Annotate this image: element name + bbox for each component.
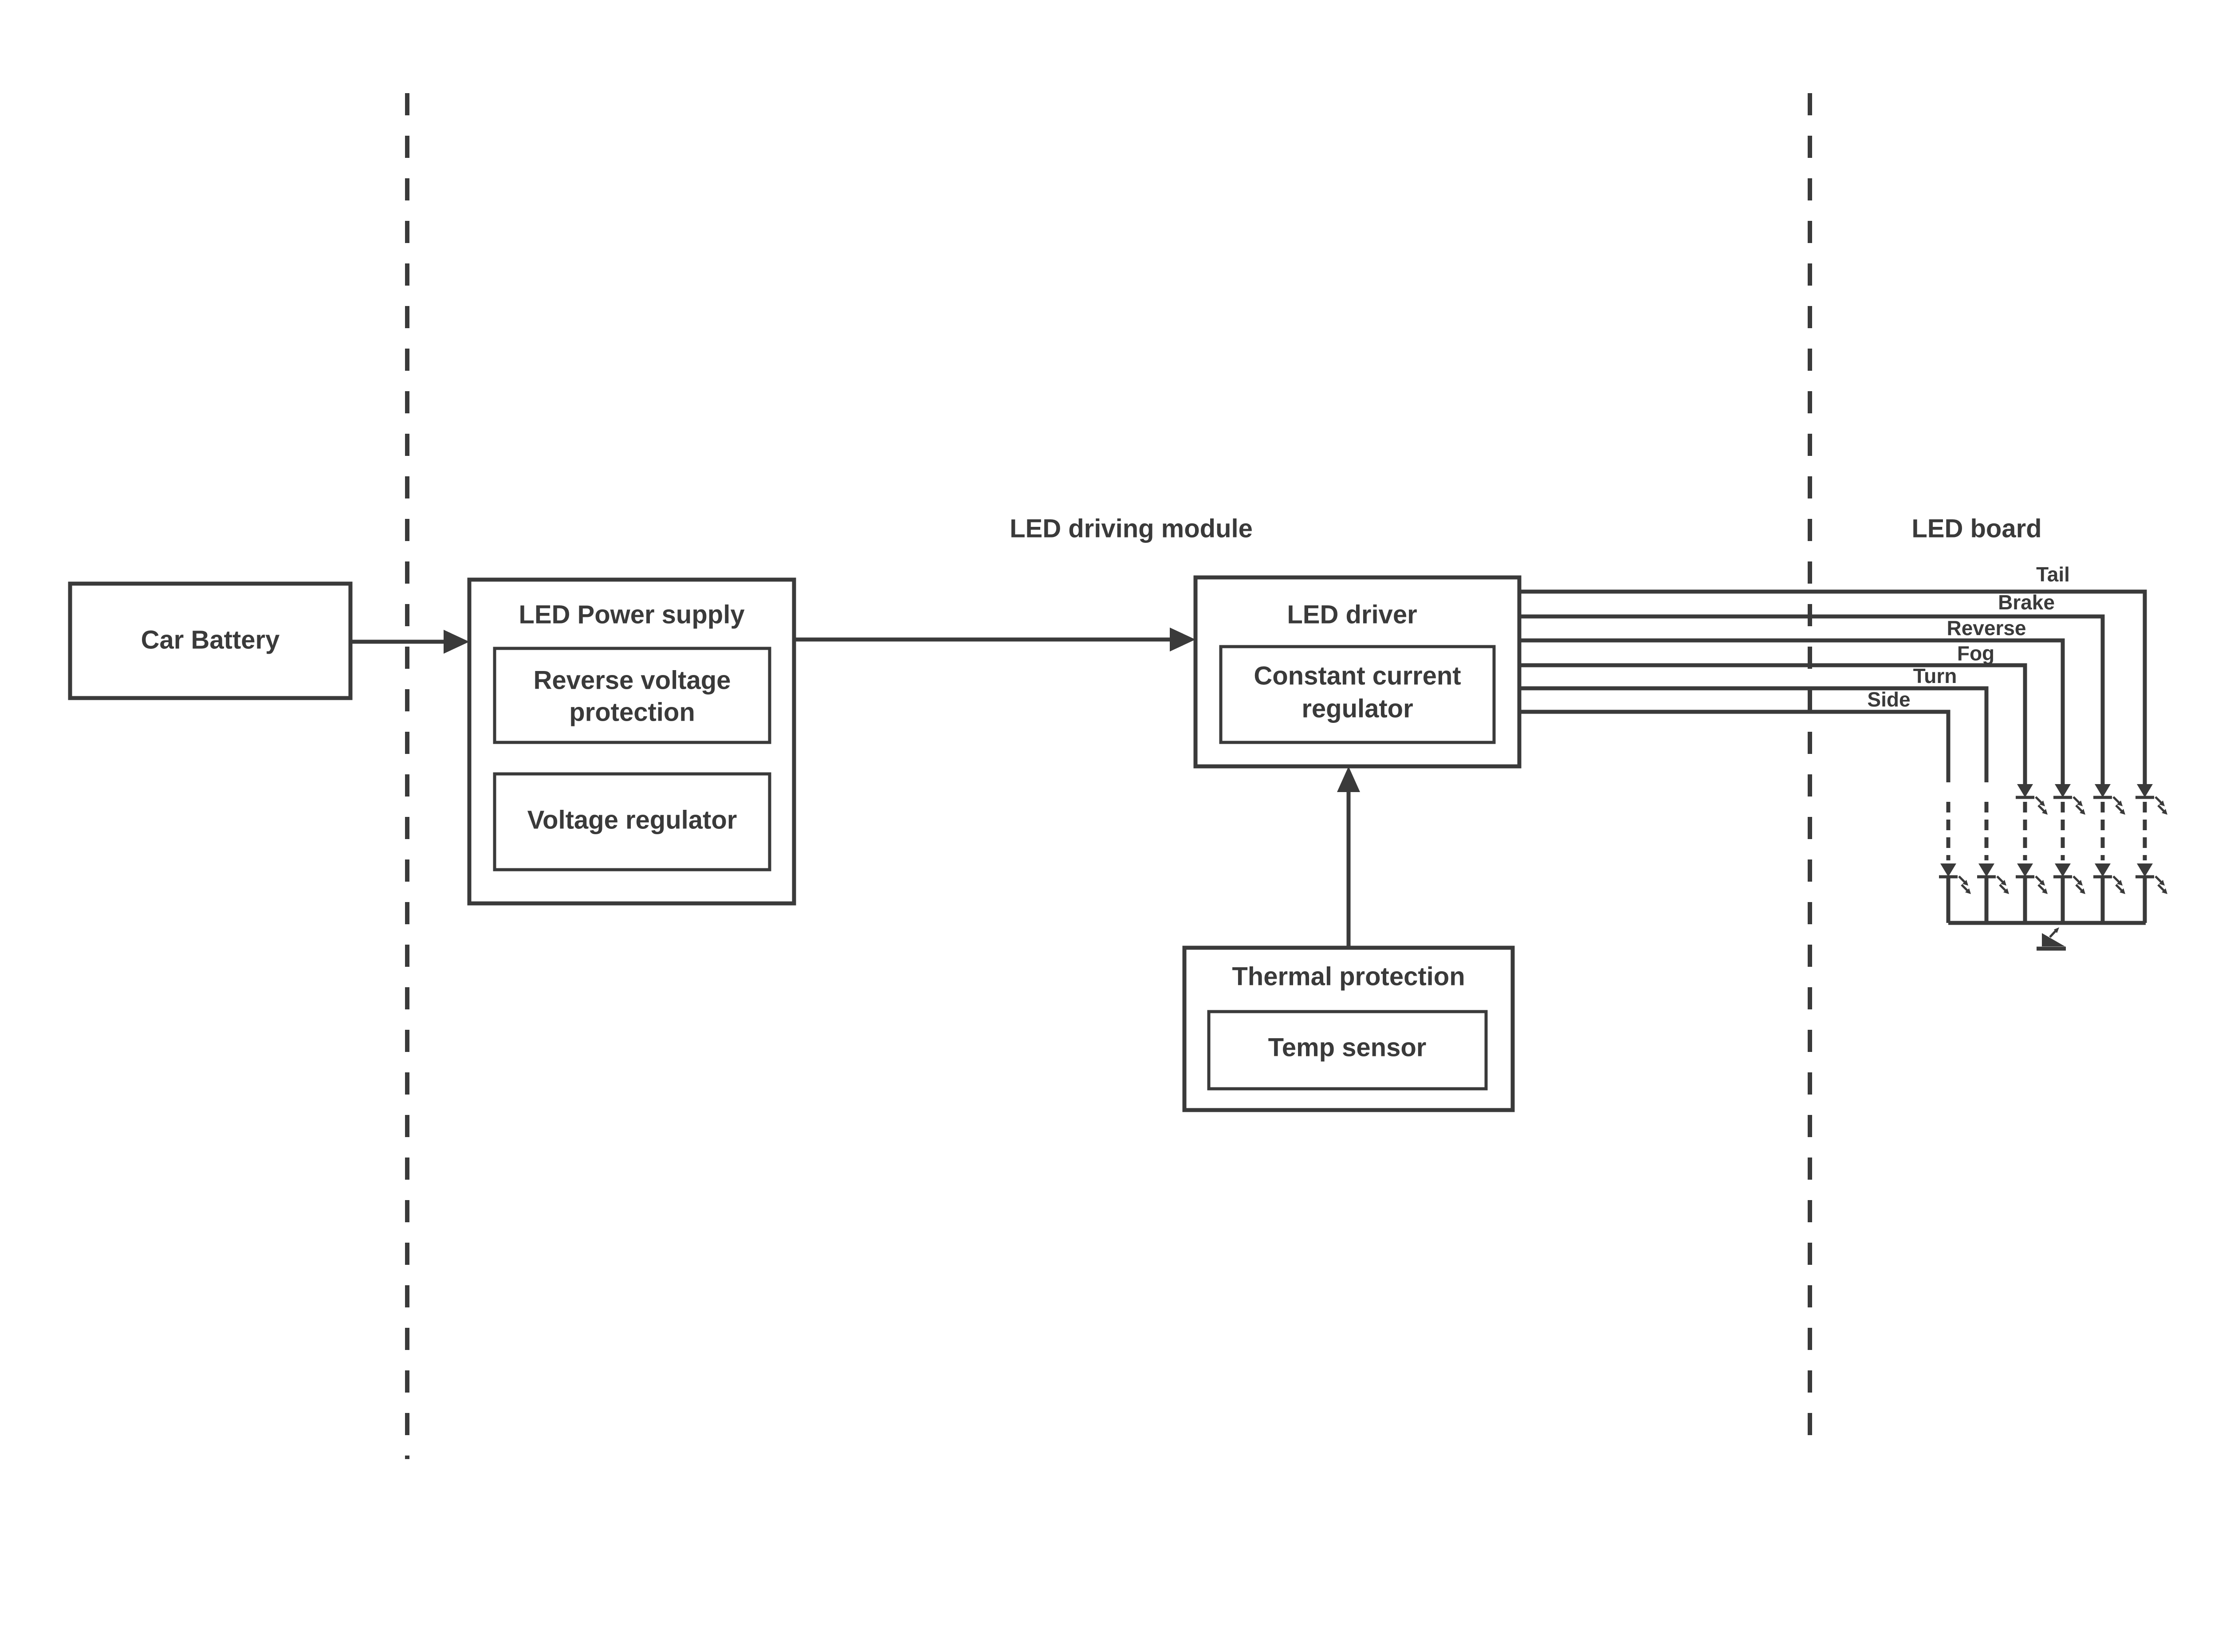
led-bottom-fog bbox=[2016, 863, 2048, 894]
channel-fog: Fog bbox=[1519, 642, 2027, 784]
reverse-protection-label-line2: protection bbox=[569, 698, 695, 726]
led-board-title: LED board bbox=[1911, 514, 2041, 543]
channel-tail: Tail bbox=[1519, 563, 2147, 784]
power-supply-title: LED Power supply bbox=[519, 600, 744, 629]
led-top-brake bbox=[2093, 784, 2125, 815]
channel-fog-label: Fog bbox=[1957, 642, 1994, 665]
channel-turn: Turn bbox=[1519, 664, 1989, 782]
power-supply-block: LED Power supply Reverse voltage protect… bbox=[467, 577, 796, 906]
channel-turn-wire bbox=[1519, 686, 1989, 782]
reverse-protection-box bbox=[493, 647, 771, 744]
voltage-regulator-box bbox=[493, 772, 771, 871]
channel-tail-wire bbox=[1519, 589, 2147, 784]
thermal-protection-block: Thermal protection Temp sensor bbox=[1182, 766, 1515, 1112]
channel-side-label: Side bbox=[1867, 688, 1910, 711]
led-bottom-brake bbox=[2093, 863, 2125, 894]
led-top-reverse bbox=[2053, 784, 2085, 815]
car-battery-block: Car Battery bbox=[68, 581, 353, 700]
constant-current-regulator-label-line2: regulator bbox=[1302, 694, 1413, 723]
led-driver-title: LED driver bbox=[1287, 600, 1417, 629]
channel-brake-label: Brake bbox=[1998, 591, 2055, 614]
led-driver-block: LED driver Constant current regulator bbox=[1193, 575, 1522, 769]
arrow-head-icon bbox=[444, 630, 469, 654]
led-bottom-turn bbox=[1977, 863, 2009, 894]
channel-tail-label: Tail bbox=[2036, 563, 2070, 586]
led-bottom-side bbox=[1939, 863, 1971, 894]
thermal-protection-title: Thermal protection bbox=[1232, 962, 1465, 991]
led-bottom-tail bbox=[2135, 863, 2167, 894]
led-bottom-reverse bbox=[2053, 863, 2085, 894]
voltage-regulator-label: Voltage regulator bbox=[527, 805, 737, 834]
arrow-head-icon bbox=[1170, 628, 1196, 651]
arrow-power-supply-to-driver bbox=[794, 628, 1196, 651]
led-board-array bbox=[1939, 784, 2167, 951]
temp-sensor-label: Temp sensor bbox=[1268, 1033, 1427, 1062]
car-battery-label: Car Battery bbox=[141, 625, 280, 654]
car-battery-box bbox=[68, 581, 353, 700]
reverse-protection-label-line1: Reverse voltage bbox=[534, 666, 731, 695]
arrow-head-icon bbox=[1337, 766, 1360, 792]
channel-side-wire bbox=[1519, 710, 1951, 782]
channel-reverse-wire bbox=[1519, 638, 2065, 784]
constant-current-regulator-box bbox=[1219, 645, 1496, 744]
adjust-arrow-line bbox=[2049, 930, 2057, 938]
ground-triangle bbox=[2042, 933, 2065, 946]
constant-current-regulator-label-line1: Constant current bbox=[1254, 661, 1461, 690]
channel-brake-wire bbox=[1519, 614, 2105, 784]
temp-sensor-box bbox=[1207, 1010, 1488, 1091]
channel-brake: Brake bbox=[1519, 591, 2105, 784]
led-top-fog bbox=[2016, 784, 2048, 815]
led-top-tail bbox=[2135, 784, 2167, 815]
channel-fog-wire bbox=[1519, 663, 2027, 784]
channel-side: Side bbox=[1519, 688, 1951, 782]
ground-symbol bbox=[2037, 927, 2066, 951]
driving-module-title: LED driving module bbox=[1010, 514, 1253, 543]
channel-reverse-label: Reverse bbox=[1947, 616, 2026, 640]
channel-turn-label: Turn bbox=[1913, 664, 1957, 687]
adjust-arrow-head-icon bbox=[2054, 927, 2059, 933]
arrow-battery-to-power-supply bbox=[350, 630, 469, 654]
channel-reverse: Reverse bbox=[1519, 616, 2065, 784]
